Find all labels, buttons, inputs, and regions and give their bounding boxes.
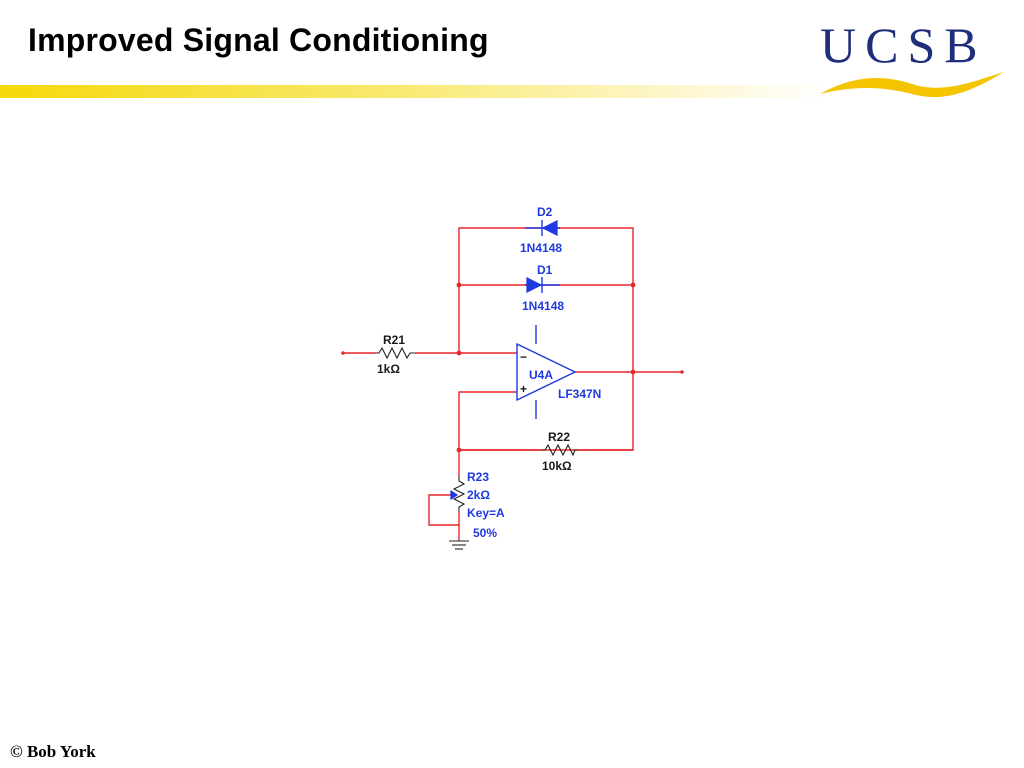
junction-dot <box>630 282 636 288</box>
opamp-ref-label: U4A <box>529 368 553 382</box>
d2-ref-label: D2 <box>537 205 553 219</box>
ground-icon <box>449 540 469 550</box>
terminal-output <box>680 370 684 374</box>
diode-d2: D2 1N4148 <box>520 205 562 255</box>
junction-dot <box>456 350 462 356</box>
wires <box>343 227 682 541</box>
d1-model-label: 1N4148 <box>522 299 564 313</box>
resistor-r22: R22 10kΩ <box>459 430 633 473</box>
r21-value-label: 1kΩ <box>377 362 400 376</box>
potentiometer-r23: R23 2kΩ Key=A 50% <box>450 470 505 540</box>
slide-title: Improved Signal Conditioning <box>28 22 489 58</box>
r23-ref-label: R23 <box>467 470 489 484</box>
circuit-schematic: D2 1N4148 D1 1N4148 R21 1kΩ − + U4A LF34… <box>341 205 684 550</box>
diode-d1-symbol <box>526 277 543 293</box>
r23-setting-label: 50% <box>473 526 497 540</box>
r21-resistor-symbol <box>375 346 415 360</box>
d1-ref-label: D1 <box>537 263 553 277</box>
r21-ref-label: R21 <box>383 333 405 347</box>
copyright-footer: © Bob York <box>10 742 96 761</box>
r23-value-label: 2kΩ <box>467 488 490 502</box>
opamp-model-label: LF347N <box>558 387 601 401</box>
r22-ref-label: R22 <box>548 430 570 444</box>
terminal-input <box>341 351 345 355</box>
logo-wave-icon <box>820 72 1004 98</box>
diode-d2-symbol <box>541 220 558 236</box>
opamp-plus-label: + <box>520 382 527 396</box>
resistor-r21: R21 1kΩ <box>375 333 415 376</box>
r22-value-label: 10kΩ <box>542 459 572 473</box>
r22-resistor-symbol <box>542 443 578 457</box>
opamp-u4a: − + U4A LF347N <box>516 325 601 419</box>
title-underline-bar <box>0 85 830 98</box>
r23-resistor-symbol <box>452 477 466 511</box>
opamp-minus-label: − <box>520 350 527 364</box>
r23-wiper-arrow-icon <box>450 489 459 501</box>
logo-text: UCSB <box>820 17 987 73</box>
ucsb-logo: UCSB <box>820 17 1004 98</box>
r23-key-label: Key=A <box>467 506 505 520</box>
diode-d1: D1 1N4148 <box>522 263 564 313</box>
junction-dot <box>456 282 462 288</box>
d2-model-label: 1N4148 <box>520 241 562 255</box>
opamp-triangle-symbol <box>516 342 577 402</box>
junction-dot <box>630 369 636 375</box>
